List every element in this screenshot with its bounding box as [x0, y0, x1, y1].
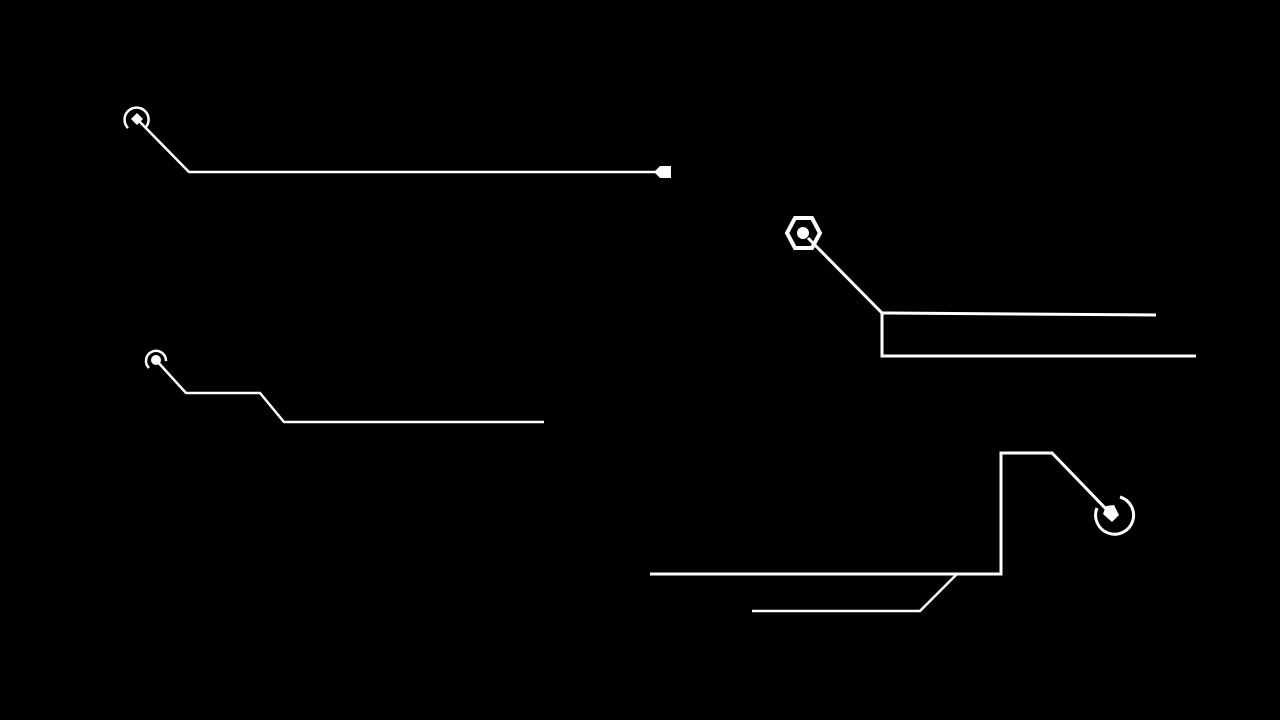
- callout-2: [784, 216, 1196, 358]
- circle-target-icon: [144, 349, 168, 369]
- arrow-tab-icon: [654, 166, 671, 178]
- callout-4: [650, 451, 1136, 613]
- leader-line: [650, 451, 1110, 576]
- callout-1: [123, 106, 671, 178]
- leader-line: [155, 359, 544, 424]
- circle-target-icon: [123, 106, 150, 129]
- leader-line: [136, 118, 658, 174]
- callout-3: [144, 349, 544, 424]
- node-dot-icon: [797, 227, 809, 239]
- leader-line-secondary: [752, 573, 958, 613]
- hexagon-node-icon: [784, 216, 823, 250]
- leader-line-secondary: [880, 313, 1196, 358]
- circle-target-icon: [1094, 495, 1136, 536]
